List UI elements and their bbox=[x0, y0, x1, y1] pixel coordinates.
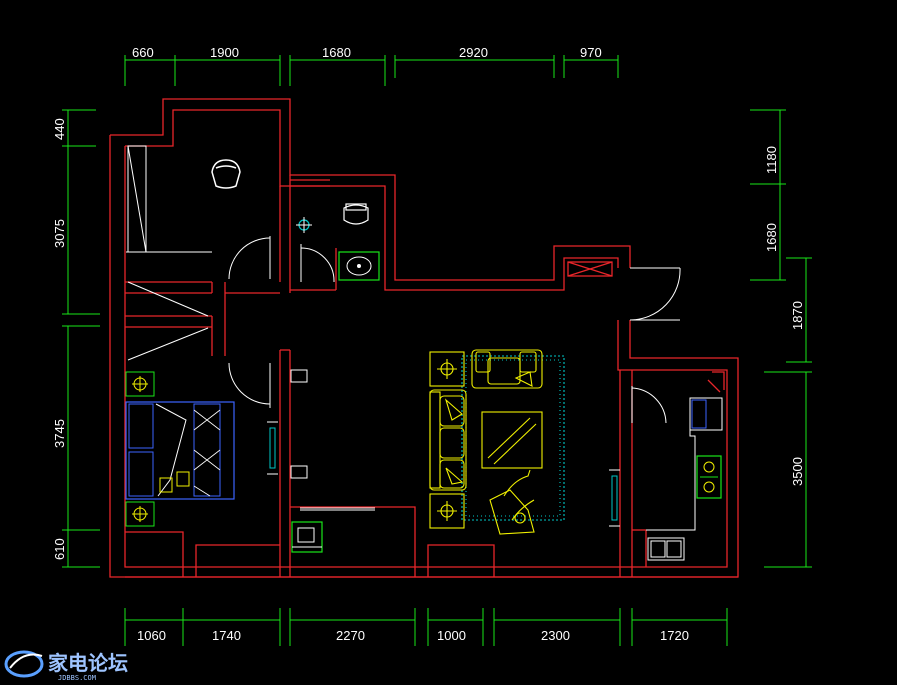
dim-top-3: 1680 bbox=[322, 45, 351, 60]
watermark-title: 家电论坛 bbox=[48, 651, 128, 675]
dim-top-4: 2920 bbox=[459, 45, 488, 60]
dim-bottom-4: 1000 bbox=[437, 628, 466, 643]
radiators bbox=[267, 421, 620, 527]
dim-right-4: 3500 bbox=[790, 457, 805, 486]
dim-bottom-2: 1740 bbox=[212, 628, 241, 643]
bathroom-sink bbox=[338, 251, 380, 281]
dim-top-1: 660 bbox=[132, 45, 154, 60]
dim-right-2: 1680 bbox=[764, 223, 779, 252]
wall-columns bbox=[290, 369, 308, 479]
sofa-set bbox=[429, 349, 565, 535]
dimension-labels: 660 1900 1680 2920 970 1060 1740 2270 10… bbox=[52, 45, 805, 643]
wardrobes bbox=[126, 145, 212, 361]
watermark-subtitle: JDBBS.COM bbox=[58, 674, 96, 682]
dim-left-1: 440 bbox=[52, 118, 67, 140]
dim-left-2: 3075 bbox=[52, 219, 67, 248]
dim-top-2: 1900 bbox=[210, 45, 239, 60]
kitchen-sink bbox=[647, 537, 685, 561]
globe-logo-icon bbox=[4, 650, 44, 678]
toilet bbox=[343, 203, 369, 225]
dim-bottom-5: 2300 bbox=[541, 628, 570, 643]
watermark: 家电论坛 JDBBS.COM bbox=[4, 650, 128, 682]
dim-right-1: 1180 bbox=[764, 146, 779, 174]
dim-top-5: 970 bbox=[580, 45, 602, 60]
nightstand-lamp-top bbox=[125, 371, 155, 397]
shower-icon bbox=[296, 217, 312, 233]
armchair bbox=[211, 159, 241, 189]
tv-cabinet bbox=[291, 507, 375, 553]
dimension-lines bbox=[62, 55, 812, 646]
dim-bottom-3: 2270 bbox=[336, 628, 365, 643]
kitchen-counter bbox=[646, 398, 696, 531]
nightstand-lamp-bottom bbox=[125, 501, 155, 527]
dim-left-3: 3745 bbox=[52, 419, 67, 448]
dim-bottom-1: 1060 bbox=[137, 628, 166, 643]
dim-right-3: 1870 bbox=[790, 301, 805, 330]
walls bbox=[109, 98, 739, 578]
gas-stove bbox=[696, 455, 722, 499]
double-bed bbox=[125, 401, 235, 500]
doors bbox=[228, 236, 681, 424]
dim-left-4: 610 bbox=[52, 538, 67, 560]
dim-bottom-6: 1720 bbox=[660, 628, 689, 643]
